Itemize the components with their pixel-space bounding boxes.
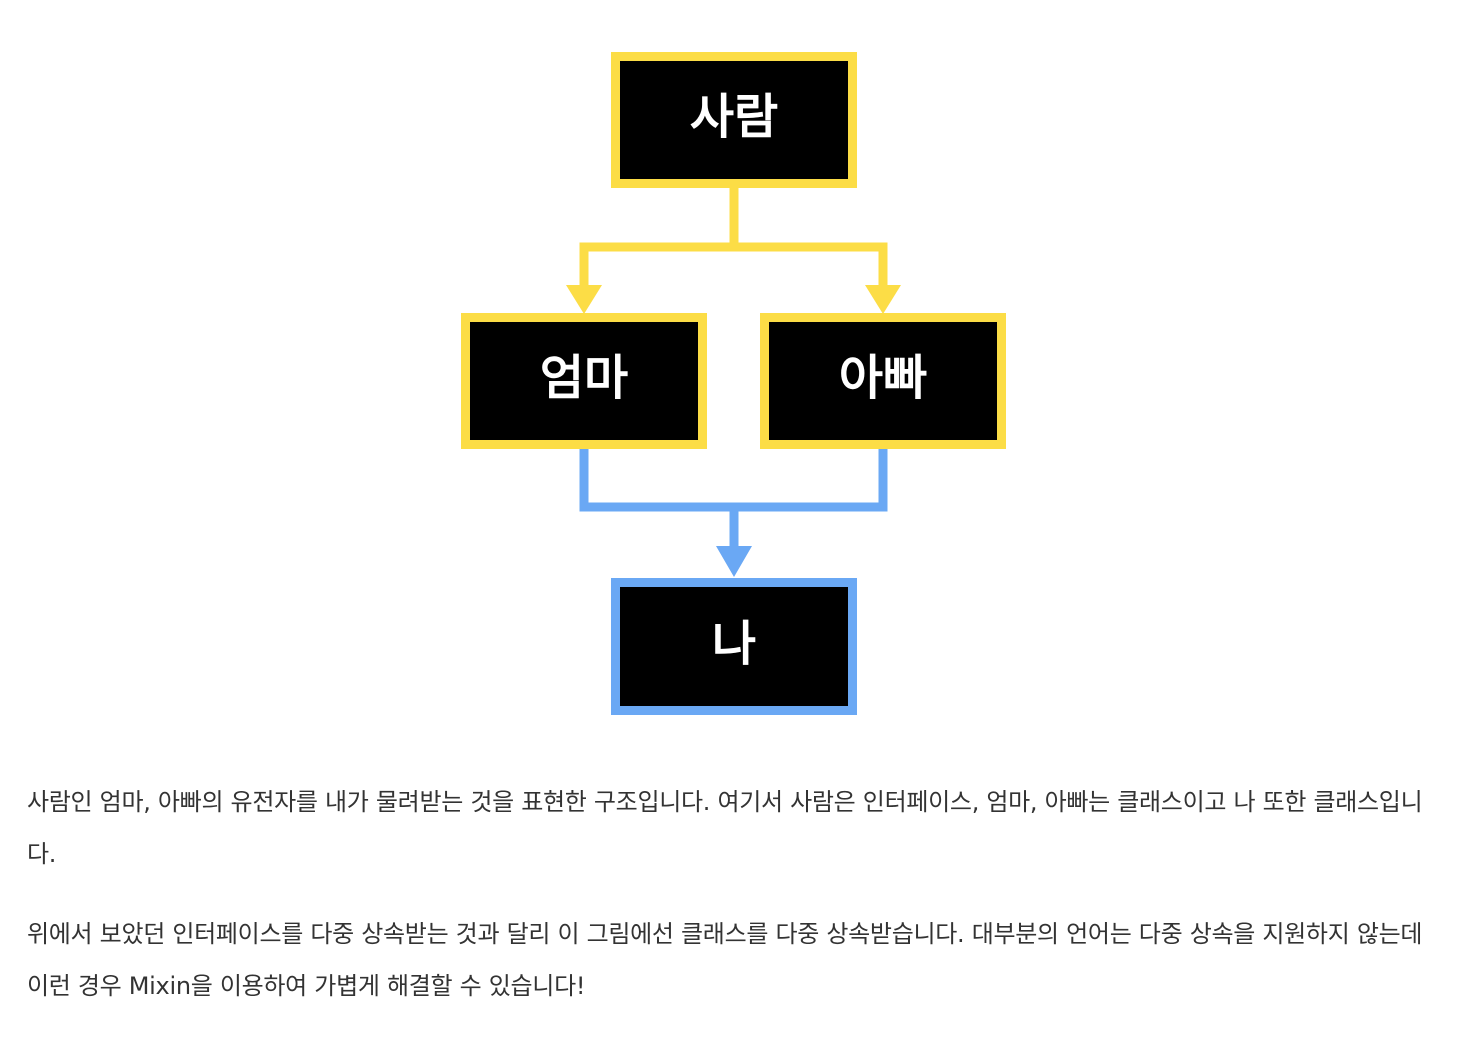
node-person-label: 사람 [690, 89, 778, 145]
arrowhead-to-me-icon [716, 546, 752, 577]
node-dad-label: 아빠 [839, 350, 927, 406]
node-person: 사람 [611, 52, 857, 188]
inheritance-diagram: 사람 엄마 아빠 나 [461, 52, 1006, 715]
parents-to-me-connector [579, 444, 888, 547]
node-mom: 엄마 [461, 313, 707, 449]
article-body: 사람인 엄마, 아빠의 유전자를 내가 물려받는 것을 표현한 구조입니다. 여… [27, 776, 1447, 1040]
paragraph-mixin-explanation: 위에서 보았던 인터페이스를 다중 상속받는 것과 달리 이 그림에선 클래스를… [27, 920, 1423, 1000]
person-to-parents-connector [579, 183, 888, 285]
node-me-label: 나 [712, 616, 756, 672]
arrowhead-to-mom-icon [566, 285, 602, 314]
node-me: 나 [611, 578, 857, 715]
node-mom-label: 엄마 [540, 350, 628, 406]
node-dad: 아빠 [760, 313, 1006, 449]
arrowhead-to-dad-icon [865, 285, 901, 314]
paragraph-structure-explanation: 사람인 엄마, 아빠의 유전자를 내가 물려받는 것을 표현한 구조입니다. 여… [27, 788, 1423, 868]
